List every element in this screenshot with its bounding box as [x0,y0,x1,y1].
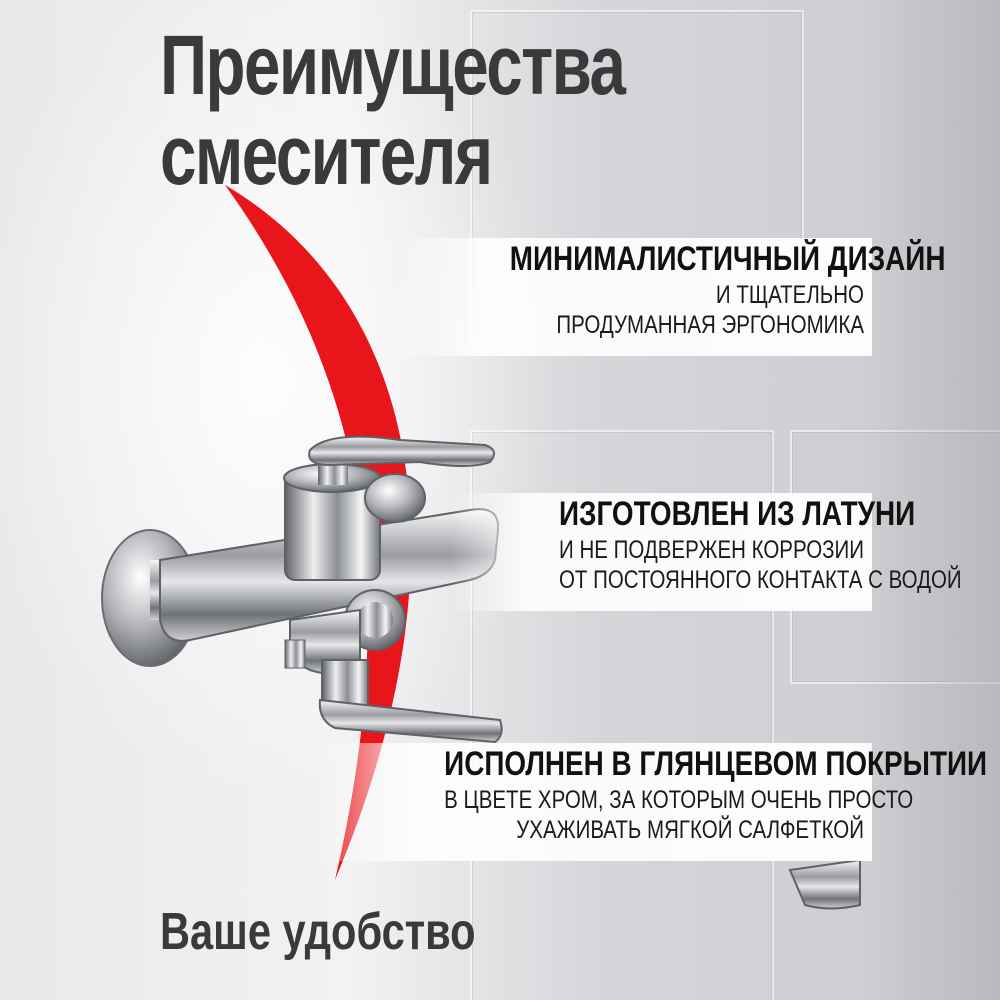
title-line-1: Преимущества [160,18,626,112]
feature-card-finish: Исполнен в глянцевом покрытии в цвете хр… [312,743,988,861]
feature-text: и не подвержен коррозии [559,536,864,564]
page-title: Преимущества смесителя [160,18,626,202]
feature-card-design: Минималистичный дизайн и тщательно проду… [392,238,946,356]
feature-heading: Исполнен в глянцевом покрытии [444,745,988,783]
feature-heading: Минималистичный дизайн [509,240,946,278]
feature-card-material: Изготовлен из латуни и не подвержен корр… [452,493,962,611]
feature-text: ухаживать мягкой салфеткой [516,816,864,844]
footer-caption: Ваше удобство [160,903,476,961]
feature-text: от постоянного контакта с водой [558,566,962,594]
feature-text: в цвете хром, за которым очень просто [444,786,914,814]
feature-text: и тщательно [715,281,864,309]
feature-text: продуманная эргономика [556,311,864,339]
background-shadow [860,0,1000,1000]
feature-heading: Изготовлен из латуни [558,495,916,533]
title-line-2: смесителя [160,108,493,202]
